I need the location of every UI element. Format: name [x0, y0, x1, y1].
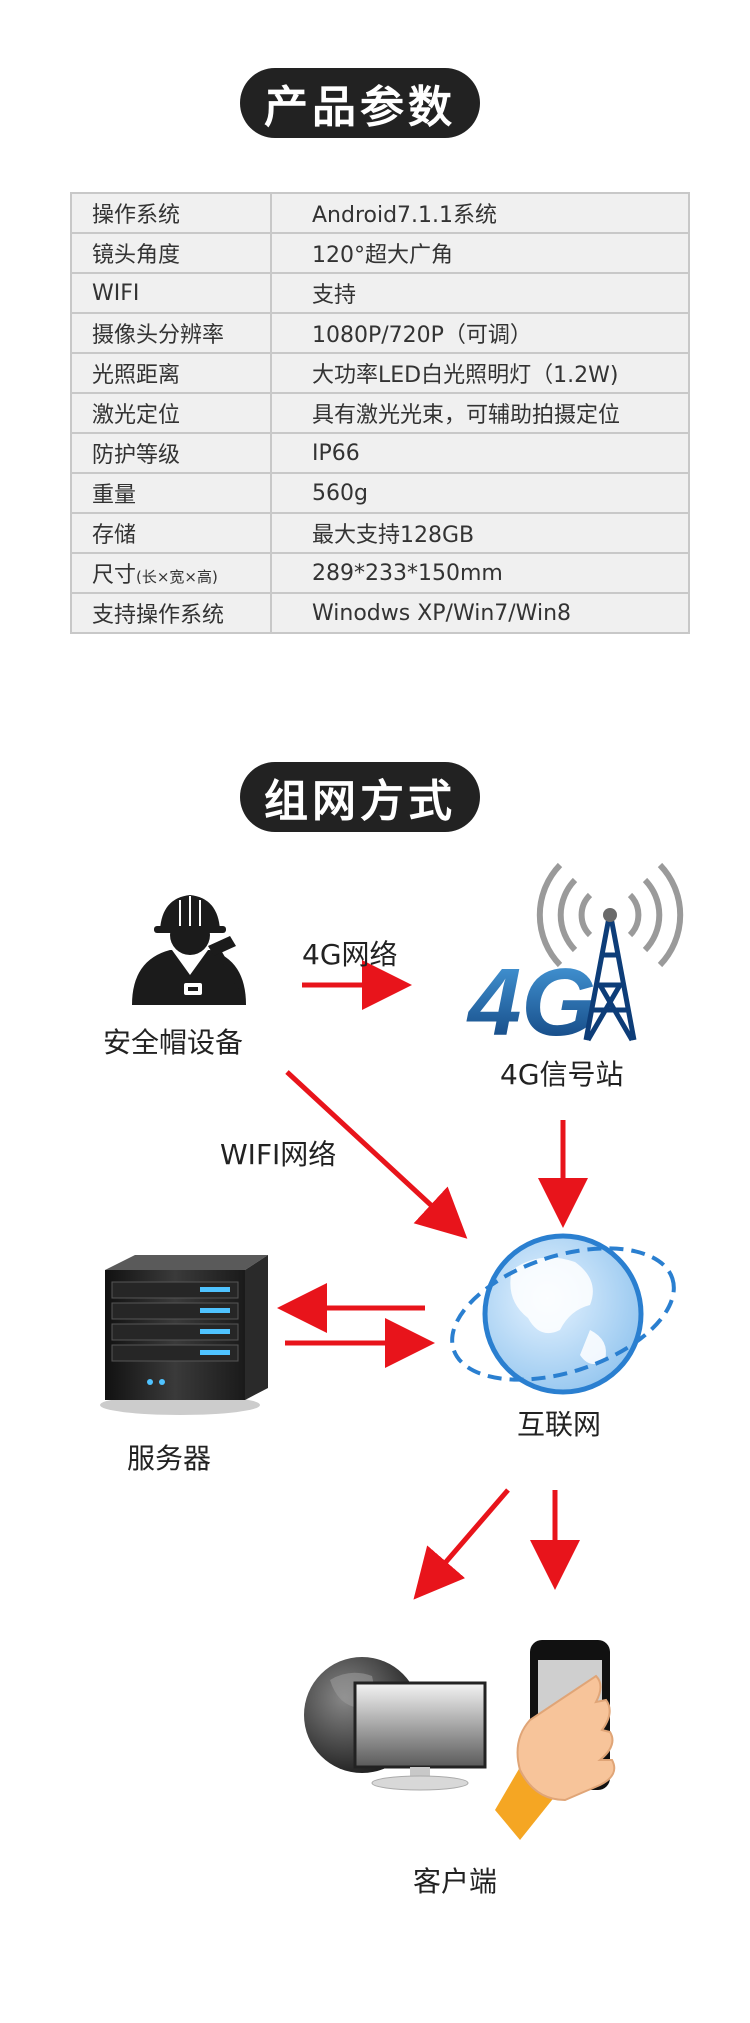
server-label: 服务器: [127, 1442, 212, 1475]
spec-key: 存储: [70, 512, 272, 554]
section-title-params: 产品参数: [240, 68, 480, 138]
spec-value: 支持: [270, 272, 690, 314]
globe-icon: [450, 1233, 676, 1395]
server-icon: [100, 1255, 268, 1415]
spec-value: 具有激光光束，可辅助拍摄定位: [270, 392, 690, 434]
spec-key: 重量: [70, 472, 272, 514]
spec-key: 镜头角度: [70, 232, 272, 274]
spec-value: 最大支持128GB: [270, 512, 690, 554]
spec-value: 289*233*150mm: [270, 552, 690, 594]
spec-value: Android7.1.1系统: [270, 192, 690, 234]
spec-key: 尺寸(长×宽×高): [70, 552, 272, 594]
spec-key: 防护等级: [70, 432, 272, 474]
connection-arrows: [277, 960, 588, 1600]
spec-key: WIFI: [70, 272, 272, 314]
helmet-device-label: 安全帽设备: [103, 1026, 244, 1059]
spec-value: 560g: [270, 472, 690, 514]
section-title-network: 组网方式: [240, 762, 480, 832]
spec-key: 操作系统: [70, 192, 272, 234]
spec-value: 1080P/720P（可调）: [270, 312, 690, 354]
worker-helmet-icon: [132, 895, 246, 1005]
arrow-internet-to-monitor: [413, 1488, 510, 1600]
table-row: 存储最大支持128GB: [70, 512, 690, 554]
spec-key: 支持操作系统: [70, 592, 272, 634]
station-logo-text: 4G: [466, 949, 596, 1056]
table-row: 尺寸(长×宽×高)289*233*150mm: [70, 552, 690, 594]
spec-value: Winodws XP/Win7/Win8: [270, 592, 690, 634]
spec-value: 大功率LED白光照明灯（1.2W): [270, 352, 690, 394]
arrow-helmet-to-internet: [285, 1070, 468, 1239]
monitor-icon: [304, 1657, 487, 1791]
link-4g-label: 4G网络: [302, 938, 398, 971]
spec-value: 120°超大广角: [270, 232, 690, 274]
table-row: 光照距离大功率LED白光照明灯（1.2W): [70, 352, 690, 394]
spec-key-sub: (长×宽×高): [136, 568, 218, 586]
spec-key: 光照距离: [70, 352, 272, 394]
table-row: 激光定位具有激光光束，可辅助拍摄定位: [70, 392, 690, 434]
spec-key: 摄像头分辨率: [70, 312, 272, 354]
spec-value: IP66: [270, 432, 690, 474]
client-label: 客户端: [413, 1865, 498, 1898]
internet-label: 互联网: [517, 1408, 602, 1441]
spec-key-text: 尺寸: [92, 563, 137, 588]
spec-key: 激光定位: [70, 392, 272, 434]
wifi-label: WIFI网络: [220, 1138, 337, 1171]
smartphone-icon: [495, 1640, 616, 1840]
station-label: 4G信号站: [500, 1058, 624, 1091]
signal-tower-icon: 4G: [466, 862, 684, 1056]
